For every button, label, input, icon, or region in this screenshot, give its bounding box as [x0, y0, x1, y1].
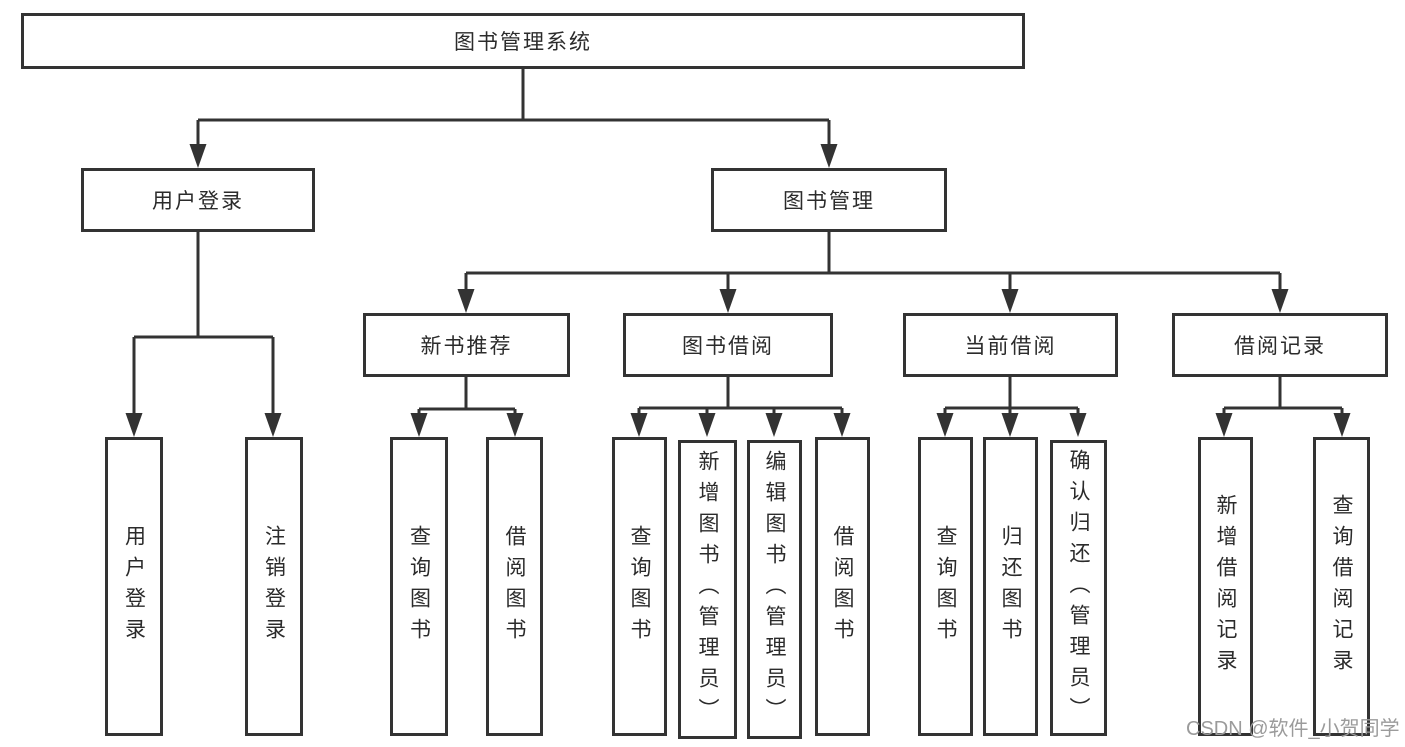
node-book-management: 图书管理 — [711, 168, 947, 232]
node-book-management-label: 图书管理 — [783, 190, 875, 213]
leaf-logout-label: 注销登录 — [262, 524, 286, 649]
node-book-borrow: 图书借阅 — [623, 313, 833, 377]
node-borrow-records: 借阅记录 — [1172, 313, 1388, 377]
connector-bookmgmt-to-level3 — [457, 232, 1289, 313]
node-user-login: 用户登录 — [81, 168, 315, 232]
leaf-nb-borrow-books-label: 借阅图书 — [503, 524, 526, 649]
leaf-bb-query-books-label: 查询图书 — [628, 524, 651, 649]
connector-bookborrow-to-leaves — [630, 377, 851, 437]
leaf-logout: 注销登录 — [245, 437, 303, 736]
node-new-book-recommend: 新书推荐 — [363, 313, 570, 377]
node-borrow-records-label: 借阅记录 — [1234, 335, 1326, 358]
connector-newbook-to-leaves — [410, 377, 524, 437]
leaf-bb-add-books-admin: 新增图书（管理员） — [678, 440, 737, 739]
leaf-br-add-record-label: 新增借阅记录 — [1214, 493, 1237, 680]
leaf-bb-borrow-books-label: 借阅图书 — [831, 524, 854, 649]
node-current-borrow-label: 当前借阅 — [964, 335, 1057, 358]
node-new-book-recommend-label: 新书推荐 — [420, 335, 513, 358]
leaf-user-login: 用户登录 — [105, 437, 163, 736]
leaf-cb-confirm-return-admin: 确认归还（管理员） — [1050, 440, 1107, 736]
connector-currentborrow-to-leaves — [936, 377, 1087, 437]
node-root-system-label: 图书管理系统 — [454, 31, 592, 54]
leaf-user-login-label: 用户登录 — [122, 524, 146, 649]
node-user-login-label: 用户登录 — [152, 190, 244, 213]
leaf-bb-add-books-admin-label: 新增图书（管理员） — [696, 450, 719, 729]
leaf-cb-return-books: 归还图书 — [983, 437, 1038, 736]
leaf-bb-edit-books-admin: 编辑图书（管理员） — [747, 440, 802, 739]
leaf-cb-query-books: 查询图书 — [918, 437, 973, 736]
connector-userlogin-to-leaves — [125, 232, 282, 437]
leaf-br-query-record: 查询借阅记录 — [1313, 437, 1370, 736]
leaf-br-query-record-label: 查询借阅记录 — [1330, 493, 1353, 680]
leaf-bb-borrow-books: 借阅图书 — [815, 437, 870, 736]
leaf-nb-borrow-books: 借阅图书 — [486, 437, 543, 736]
node-root-system: 图书管理系统 — [21, 13, 1025, 69]
leaf-bb-query-books: 查询图书 — [612, 437, 667, 736]
leaf-nb-query-books-label: 查询图书 — [407, 524, 431, 649]
node-current-borrow: 当前借阅 — [903, 313, 1118, 377]
leaf-cb-query-books-label: 查询图书 — [934, 524, 957, 649]
connector-records-to-leaves — [1215, 377, 1351, 437]
leaf-cb-return-books-label: 归还图书 — [999, 524, 1022, 649]
connector-root-to-level2 — [189, 69, 838, 168]
leaf-nb-query-books: 查询图书 — [390, 437, 448, 736]
node-book-borrow-label: 图书借阅 — [682, 335, 774, 358]
leaf-br-add-record: 新增借阅记录 — [1198, 437, 1253, 736]
csdn-watermark: CSDN @软件_小贺同学 — [1186, 718, 1400, 740]
leaf-bb-edit-books-admin-label: 编辑图书（管理员） — [763, 450, 786, 729]
leaf-cb-confirm-return-admin-label: 确认归还（管理员） — [1067, 448, 1090, 728]
